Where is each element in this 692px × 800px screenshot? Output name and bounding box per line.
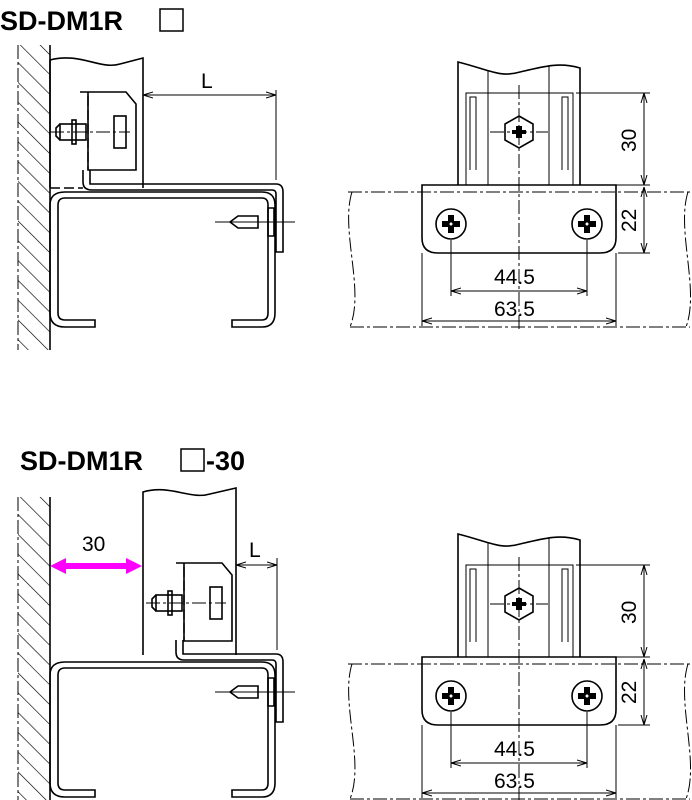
dim-offset: 30 bbox=[82, 533, 105, 556]
title-placeholder-box bbox=[159, 8, 184, 32]
section-2 bbox=[17, 486, 692, 800]
dim-plate-width: 63.5 bbox=[494, 770, 535, 793]
title-2: SD-DM1R bbox=[20, 446, 143, 476]
side-view-1 bbox=[17, 44, 295, 351]
section-1 bbox=[17, 44, 692, 351]
dim-plate-height: 22 bbox=[618, 681, 641, 704]
dim-hole-pitch: 44.5 bbox=[494, 738, 535, 761]
dim-hole-pitch: 44.5 bbox=[494, 266, 535, 289]
dim-bracket-height: 30 bbox=[618, 129, 641, 152]
dim-length: L bbox=[249, 539, 261, 562]
title-2-suffix: -30 bbox=[206, 446, 245, 476]
side-view-2 bbox=[17, 486, 295, 800]
title-1: SD-DM1R bbox=[0, 6, 123, 36]
dim-plate-height: 22 bbox=[618, 209, 641, 232]
front-view-1 bbox=[348, 62, 692, 330]
dim-bracket-height: 30 bbox=[618, 601, 641, 624]
title-placeholder-box bbox=[180, 448, 205, 472]
dim-plate-width: 63.5 bbox=[494, 298, 535, 321]
dim-length: L bbox=[201, 70, 213, 93]
